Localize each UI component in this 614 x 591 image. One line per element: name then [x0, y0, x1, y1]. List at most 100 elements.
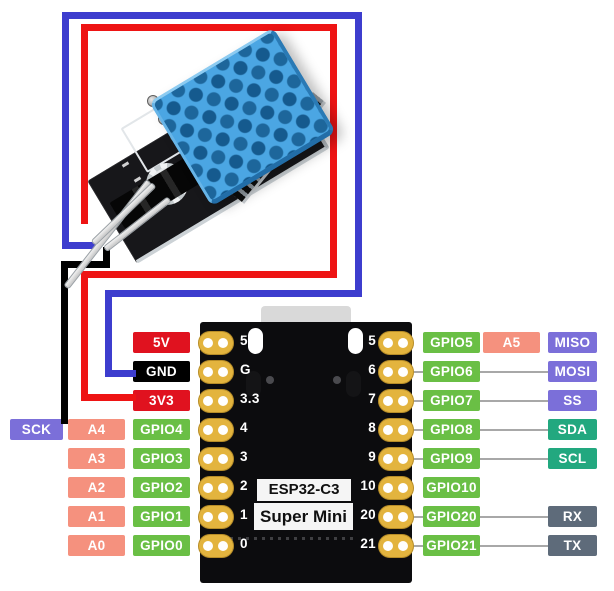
board-pad-right-5 [378, 331, 414, 355]
pin-label-gpio2: GPIO2 [133, 477, 190, 498]
pin-label-gpio3: GPIO3 [133, 448, 190, 469]
board-pad-left-3 [198, 447, 234, 471]
board-title-line2: Super Mini [254, 503, 353, 530]
board-oval-pad [246, 371, 261, 397]
pad-hole [203, 367, 213, 377]
module-solder-joint [182, 147, 194, 159]
wire-red-segment-1 [81, 24, 337, 31]
pin-label-gpio9: GPIO9 [423, 448, 480, 469]
wire-red-segment-2 [330, 24, 337, 278]
board-pad-right-21 [378, 534, 414, 558]
module-mounting-hole-ring [151, 168, 183, 200]
pad-hole [203, 512, 213, 522]
pad-hole [398, 541, 408, 551]
pad-hole [203, 425, 213, 435]
board-pad-left-3.3 [198, 389, 234, 413]
wire-blue-segment-3 [355, 12, 362, 297]
pad-hole [218, 541, 228, 551]
silk-label-7: 7 [368, 391, 376, 406]
wire-black-segment-2 [61, 261, 68, 424]
connector-line-gpio21 [414, 545, 548, 547]
module-solder-joint [158, 113, 170, 125]
pad-hole [398, 367, 408, 377]
board-title-line1: ESP32-C3 [257, 479, 351, 501]
pad-hole [218, 512, 228, 522]
pin-label-gpio6: GPIO6 [423, 361, 480, 382]
wire-black-segment-1 [61, 261, 110, 268]
analog-label-a0: A0 [68, 535, 125, 556]
analog-label-a1: A1 [68, 506, 125, 527]
board-oval-pad [348, 328, 363, 354]
pin-label-gpio7: GPIO7 [423, 390, 480, 411]
connector-line-gpio20 [414, 516, 548, 518]
pad-hole [398, 483, 408, 493]
silk-label-3.3: 3.3 [240, 391, 260, 406]
pad-hole [383, 541, 393, 551]
pin-label-3v3: 3V3 [133, 390, 190, 411]
analog-label-a3: A3 [68, 448, 125, 469]
module-pin-mark [133, 176, 142, 183]
analog-label-a4: A4 [68, 419, 125, 440]
silk-label-1: 1 [240, 507, 248, 522]
pad-hole [218, 483, 228, 493]
usb-connector [261, 306, 351, 326]
module-pin-2 [90, 181, 157, 247]
pad-hole [383, 454, 393, 464]
module-solder-joint [170, 130, 182, 142]
signal-label-miso: MISO [548, 332, 597, 353]
pin-label-gpio8: GPIO8 [423, 419, 480, 440]
silk-label-5: 5 [368, 333, 376, 348]
board-test-point [266, 376, 274, 384]
board-pad-left-0 [198, 534, 234, 558]
pin-label-gpio10: GPIO10 [423, 477, 480, 498]
board-test-point [333, 376, 341, 384]
silk-label-21: 21 [360, 536, 376, 551]
wire-red-segment-0 [81, 24, 88, 224]
module-mounting-hole-center [157, 174, 177, 194]
signal-label-scl: SCL [548, 448, 597, 469]
wire-red-segment-4 [81, 271, 88, 401]
pad-hole [218, 338, 228, 348]
module-mounting-hole [146, 163, 188, 205]
pad-hole [218, 454, 228, 464]
board-pad-right-6 [378, 360, 414, 384]
pad-hole [383, 338, 393, 348]
pad-hole [383, 512, 393, 522]
pin-label-gpio0: GPIO0 [133, 535, 190, 556]
module-header-block [109, 151, 211, 229]
module-pin-mark [145, 191, 154, 198]
pad-hole [218, 396, 228, 406]
wire-blue-segment-2 [62, 242, 96, 249]
board-pad-left-2 [198, 476, 234, 500]
pin-label-gpio4: GPIO4 [133, 419, 190, 440]
wire-blue-segment-6 [105, 370, 136, 377]
pad-hole [398, 338, 408, 348]
pin-label-gnd: GND [133, 361, 190, 382]
board-solder-dots [206, 537, 356, 540]
silk-label-2: 2 [240, 478, 248, 493]
board-oval-pad [248, 328, 263, 354]
board-pad-left-5V [198, 331, 234, 355]
dht11-blue-sensor [148, 27, 337, 207]
connector-line-gpio9 [414, 458, 548, 460]
pad-hole [218, 367, 228, 377]
signal-label-rx: RX [548, 506, 597, 527]
pad-hole [203, 396, 213, 406]
wire-red-segment-3 [81, 271, 337, 278]
wire-blue-segment-1 [62, 12, 69, 249]
pad-hole [203, 483, 213, 493]
board-pad-right-9 [378, 447, 414, 471]
module-pcb [87, 64, 330, 265]
silk-label-10: 10 [360, 478, 376, 493]
analog-label-a2: A2 [68, 477, 125, 498]
module-solder-joint [147, 95, 159, 107]
signal-label-sda: SDA [548, 419, 597, 440]
pin-label-gpio21: GPIO21 [423, 535, 480, 556]
pad-hole [383, 367, 393, 377]
board-pad-left-4 [198, 418, 234, 442]
module-pin-3 [102, 196, 172, 253]
wire-red-segment-5 [81, 394, 136, 401]
silk-label-9: 9 [368, 449, 376, 464]
board-pad-left-G [198, 360, 234, 384]
